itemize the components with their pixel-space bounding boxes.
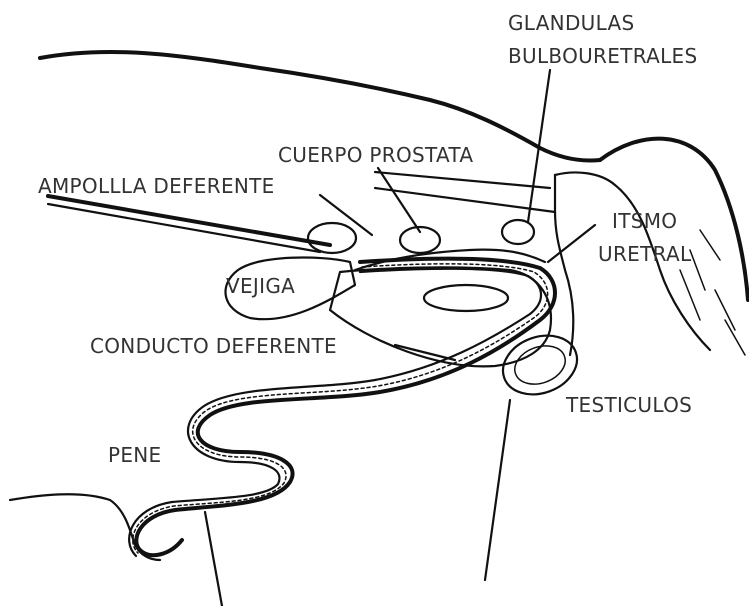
pointer-vejiga-leg (205, 512, 222, 606)
ampulla-ellipse (308, 223, 356, 253)
label-glandulas-line1: GLANDULAS (508, 11, 634, 35)
label-itsmo: ITSMO (612, 209, 677, 233)
pointer-ampolla (320, 195, 372, 235)
label-ampolla-deferente: AMPOLLLA DEFERENTE (38, 174, 275, 198)
pointer-testiculos (485, 400, 510, 580)
label-testiculos: TESTICULOS (565, 393, 692, 417)
label-uretral: URETRAL (598, 242, 692, 266)
testicle-inner (509, 339, 570, 391)
label-conducto-deferente: CONDUCTO DEFERENTE (90, 334, 337, 358)
label-vejiga: VEJIGA (226, 274, 295, 298)
pointer-itsmo (548, 225, 595, 262)
pointer-prostata (378, 168, 420, 232)
label-glandulas-line2: BULBOURETRALES (508, 44, 697, 68)
label-cuerpo-prostata: CUERPO PROSTATA (278, 143, 473, 167)
rectum-lower (375, 188, 555, 212)
ampulla-line-1 (48, 196, 330, 245)
ampulla-line-2 (48, 204, 320, 252)
pelvic-bone (424, 285, 508, 311)
rump-outline (555, 175, 573, 355)
bulbourethral-gland (502, 220, 534, 244)
urethra-inner (129, 269, 541, 556)
pointer-glandulas (528, 70, 550, 222)
label-pene: PENE (108, 443, 162, 467)
pelvis-outline (330, 267, 551, 366)
rectum-upper (375, 172, 550, 188)
urethra-outer (136, 259, 555, 556)
